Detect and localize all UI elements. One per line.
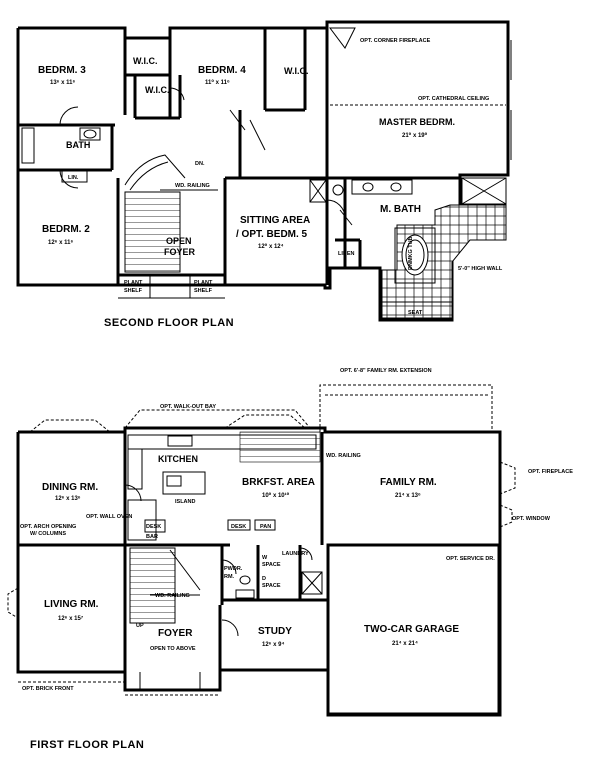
brkfst-name: BRKFST. AREA (242, 477, 315, 488)
corner-fireplace-note: OPT. CORNER FIREPLACE (360, 38, 431, 44)
opt-fireplace-note: OPT. FIREPLACE (528, 469, 573, 475)
dining-name: DINING RM. (42, 482, 98, 493)
wic1-label: W.I.C. (133, 56, 158, 66)
second-floor-plan (16, 20, 512, 322)
first-floor-title: FIRST FLOOR PLAN (30, 739, 144, 751)
master-dim: 21⁰ x 19⁰ (402, 132, 428, 139)
wd-railing-note: WD. RAILING (175, 183, 210, 189)
brkfst-dim: 10⁰ x 10¹⁰ (262, 492, 290, 499)
brick-front-note: OPT. BRICK FRONT (22, 686, 74, 692)
bedrm3-dim: 13⁶ x 11⁶ (50, 80, 75, 86)
up-note: UP (136, 623, 144, 629)
w-space-1: W (262, 555, 268, 561)
service-dr-note: OPT. SERVICE DR. (446, 556, 495, 562)
wic3-label: W.I.C. (284, 66, 309, 76)
bedrm3-name: BEDRM. 3 (38, 65, 86, 76)
wic2-label: W.I.C. (145, 85, 170, 95)
pan-label: PAN (260, 524, 271, 530)
dining-dim: 12⁶ x 13⁶ (55, 496, 81, 502)
opt-window-note: OPT. WINDOW (512, 516, 551, 522)
study-dim: 12⁶ x 9⁴ (262, 642, 284, 648)
sitting-line1: SITTING AREA (240, 215, 310, 226)
garage-dim: 21⁴ x 21⁴ (392, 641, 418, 647)
wd-railing-1: WD. RAILING (326, 453, 361, 459)
seat-label: SEAT (408, 310, 423, 316)
wd-railing-2: WD. RAILING (155, 593, 190, 599)
cathedral-note: OPT. CATHEDRAL CEILING (418, 96, 489, 102)
island-note: ISLAND (175, 499, 196, 505)
plant-shelf-left-2: SHELF (124, 288, 143, 294)
w-space-2: SPACE (262, 562, 281, 568)
linen-label: LINEN (338, 251, 355, 257)
family-name: FAMILY RM. (380, 477, 437, 488)
mbath-label: M. BATH (380, 204, 421, 215)
living-name: LIVING RM. (44, 599, 99, 610)
foyer-label: FOYER (158, 628, 193, 639)
walkout-bay-note: OPT. WALK-OUT BAY (160, 404, 216, 410)
open-above-note: OPEN TO ABOVE (150, 646, 196, 652)
high-wall-note: 5'-0" HIGH WALL (458, 266, 503, 272)
desk-label-2: DESK (231, 524, 246, 530)
dn-note: DN. (195, 161, 205, 167)
d-space-2: SPACE (262, 583, 281, 589)
arch-note-1: OPT. ARCH OPENING (20, 524, 76, 530)
garage-name: TWO-CAR GARAGE (364, 624, 459, 635)
sitting-dim: 12⁰ x 12⁴ (258, 243, 284, 250)
bar-label: BAR (146, 534, 158, 540)
plant-shelf-left-1: PLANT (124, 280, 143, 286)
desk-label-1: DESK (146, 524, 161, 530)
open-foyer-line2: FOYER (164, 247, 196, 257)
master-name: MASTER BEDRM. (379, 117, 455, 127)
plant-shelf-right-1: PLANT (194, 280, 213, 286)
second-floor-labels: BEDRM. 3 13⁶ x 11⁶ W.I.C. W.I.C. BEDRM. … (38, 38, 503, 329)
sitting-line2: / OPT. BEDM. 5 (236, 229, 308, 240)
bedrm4-dim: 11⁰ x 11⁶ (205, 79, 230, 86)
open-foyer-line1: OPEN (166, 236, 192, 246)
bedrm4-name: BEDRM. 4 (198, 65, 246, 76)
bedrm2-dim: 12⁶ x 11⁶ (48, 240, 73, 246)
tub-label: DNMKG TUB (408, 236, 414, 270)
d-space-1: D (262, 576, 266, 582)
second-floor-title: SECOND FLOOR PLAN (104, 317, 234, 329)
plant-shelf-right-2: SHELF (194, 288, 213, 294)
family-ext-note: OPT. 6'-8" FAMILY RM. EXTENSION (340, 368, 432, 374)
first-floor-plan (7, 384, 516, 717)
bath-label: BATH (66, 140, 90, 150)
lin-label: LIN. (68, 175, 79, 181)
arch-note-2: W/ COLUMNS (30, 531, 66, 537)
wall-oven-note: OPT. WALL OVEN (86, 514, 132, 520)
living-dim: 12⁶ x 15⁷ (58, 616, 84, 622)
laundry-label: LAUNDRY (282, 551, 309, 557)
first-floor-labels: OPT. 6'-8" FAMILY RM. EXTENSION OPT. WAL… (20, 368, 573, 751)
kitchen-label: KITCHEN (158, 454, 198, 464)
pwdr-2: RM. (224, 574, 235, 580)
bedrm2-name: BEDRM. 2 (42, 224, 90, 235)
family-dim: 21⁴ x 13⁶ (395, 493, 421, 499)
study-name: STUDY (258, 626, 292, 637)
pwdr-1: PWDR. (224, 566, 243, 572)
